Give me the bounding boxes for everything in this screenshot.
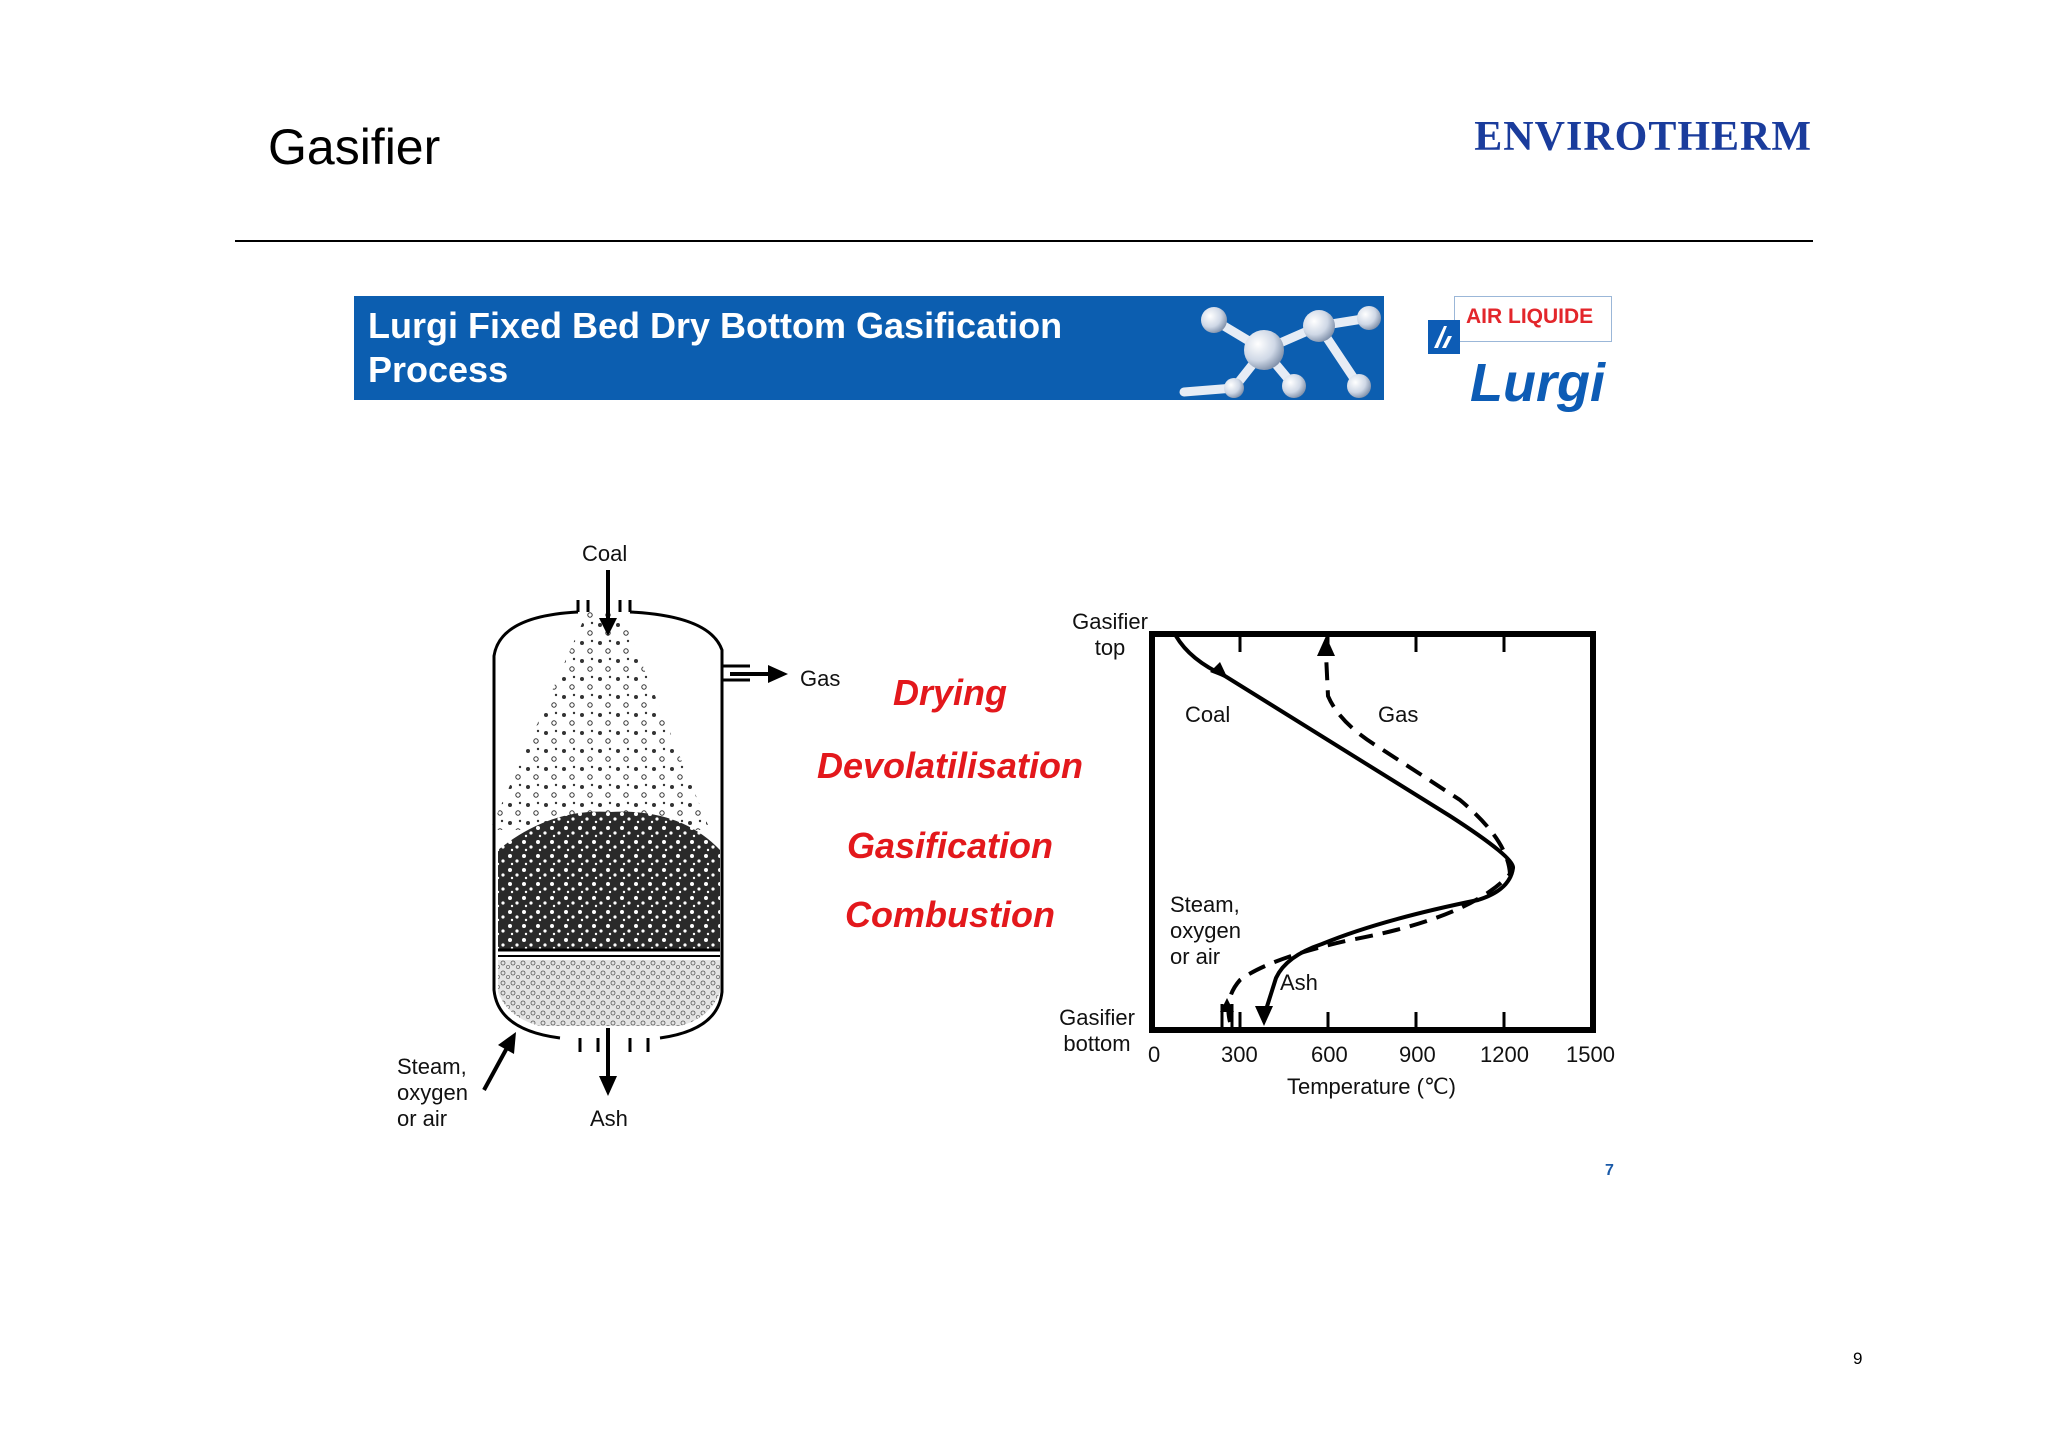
ash-arrowhead	[1255, 1006, 1273, 1026]
gasifier-bottom-label: Gasifier bottom	[1052, 1005, 1142, 1057]
figure-footnote: 7	[1605, 1162, 1614, 1180]
x-axis-label: Temperature (℃)	[1287, 1074, 1456, 1100]
lurgi-logo: Lurgi	[1470, 352, 1605, 414]
process-banner: Lurgi Fixed Bed Dry Bottom Gasification …	[354, 296, 1384, 400]
steam-inlet-label: Steam, oxygen or air	[397, 1054, 468, 1132]
page-number: 9	[1853, 1349, 1862, 1369]
gas-flow-arrowhead	[1317, 636, 1335, 656]
molecule-icon	[1144, 296, 1384, 400]
x-tick-600: 600	[1311, 1042, 1348, 1068]
ash-curve-label: Ash	[1280, 970, 1318, 996]
header-divider	[235, 240, 1813, 242]
ash-outlet-label: Ash	[590, 1106, 628, 1132]
coal-curve-label: Coal	[1185, 702, 1230, 728]
banner-title: Lurgi Fixed Bed Dry Bottom Gasification …	[368, 304, 1128, 392]
gas-curve-label: Gas	[1378, 702, 1418, 728]
steam-curve-label: Steam, oxygen or air	[1170, 892, 1241, 970]
x-tick-1500: 1500	[1566, 1042, 1615, 1068]
envirotherm-logo: ENVIROTHERM	[1474, 113, 1812, 161]
gasifier-top-label: Gasifier top	[1064, 609, 1156, 661]
coal-feed-label: Coal	[582, 541, 627, 567]
slide-title: Gasifier	[268, 118, 440, 176]
x-tick-1200: 1200	[1480, 1042, 1529, 1068]
coal-flow-arrowhead	[1210, 662, 1228, 679]
x-tick-0: 0	[1148, 1042, 1160, 1068]
gas-temperature-curve	[1228, 654, 1510, 1022]
air-liquide-label: AIR LIQUIDE	[1466, 305, 1593, 329]
air-liquide-icon	[1428, 320, 1460, 354]
x-tick-900: 900	[1399, 1042, 1436, 1068]
x-tick-300: 300	[1221, 1042, 1258, 1068]
